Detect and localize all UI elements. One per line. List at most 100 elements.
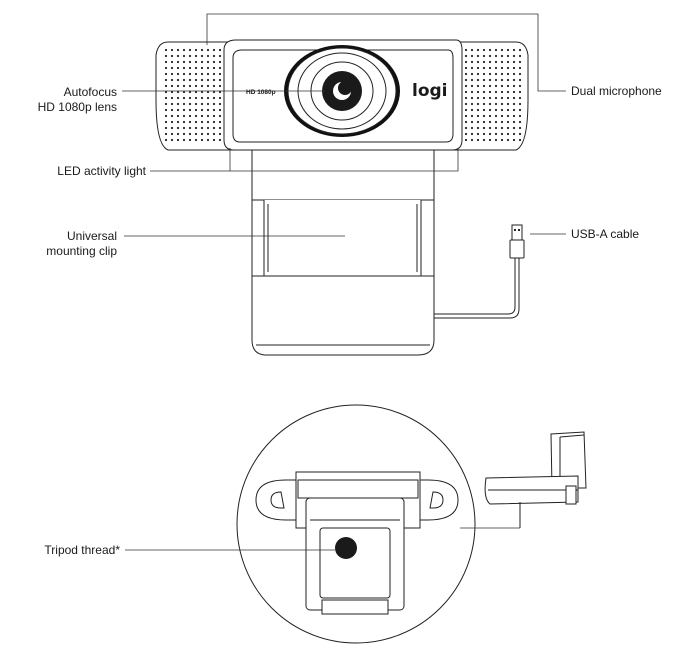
grille-dot bbox=[194, 48, 198, 52]
grille-dot bbox=[476, 84, 480, 88]
grille-dot bbox=[500, 102, 504, 106]
grille-dot bbox=[488, 66, 492, 70]
grille-dot bbox=[500, 66, 504, 70]
grille-dot bbox=[164, 96, 168, 100]
grille-dot bbox=[494, 126, 498, 130]
grille-dot bbox=[200, 84, 204, 88]
grille-dot bbox=[500, 132, 504, 136]
grille-dot bbox=[188, 78, 192, 82]
grille-dot bbox=[188, 84, 192, 88]
grille-dot bbox=[500, 126, 504, 130]
grille-dot bbox=[176, 132, 180, 136]
grille-dot bbox=[176, 120, 180, 124]
grille-dot bbox=[212, 60, 216, 64]
grille-dot bbox=[164, 60, 168, 64]
grille-dot bbox=[206, 84, 210, 88]
grille-dot bbox=[218, 84, 222, 88]
grille-dot bbox=[518, 48, 522, 52]
grille-dot bbox=[188, 96, 192, 100]
grille-dot bbox=[182, 78, 186, 82]
grille-dot bbox=[512, 114, 516, 118]
tripod-thread-hole-icon bbox=[335, 537, 357, 559]
grille-dot bbox=[512, 126, 516, 130]
grille-dot bbox=[512, 138, 516, 142]
grille-dot bbox=[464, 138, 468, 142]
grille-dot bbox=[464, 90, 468, 94]
grille-dot bbox=[494, 120, 498, 124]
grille-dot bbox=[482, 96, 486, 100]
grille-dot bbox=[200, 72, 204, 76]
grille-dot bbox=[164, 66, 168, 70]
grille-dot bbox=[176, 84, 180, 88]
grille-dot bbox=[212, 96, 216, 100]
grille-dot bbox=[176, 72, 180, 76]
grille-dot bbox=[512, 54, 516, 58]
grille-dot bbox=[200, 138, 204, 142]
grille-dot bbox=[170, 108, 174, 112]
grille-dot bbox=[482, 102, 486, 106]
grille-dot bbox=[212, 114, 216, 118]
grille-dot bbox=[212, 72, 216, 76]
grille-dot bbox=[170, 114, 174, 118]
grille-dot bbox=[218, 126, 222, 130]
led-activity-light-label: LED activity light bbox=[57, 164, 146, 178]
grille-dot bbox=[218, 90, 222, 94]
grille-dot bbox=[464, 132, 468, 136]
grille-dot bbox=[476, 132, 480, 136]
grille-dot bbox=[170, 90, 174, 94]
grille-dot bbox=[200, 126, 204, 130]
grille-dot bbox=[170, 132, 174, 136]
grille-dot bbox=[212, 90, 216, 94]
left-speaker-grille-icon bbox=[164, 48, 222, 142]
grille-dot bbox=[476, 78, 480, 82]
grille-dot bbox=[206, 72, 210, 76]
grille-dot bbox=[518, 60, 522, 64]
grille-dot bbox=[164, 54, 168, 58]
mounting-clip-label-line2: mounting clip bbox=[46, 244, 117, 258]
grille-dot bbox=[206, 90, 210, 94]
grille-dot bbox=[500, 120, 504, 124]
grille-dot bbox=[500, 108, 504, 112]
grille-dot bbox=[500, 84, 504, 88]
grille-dot bbox=[476, 90, 480, 94]
grille-dot bbox=[494, 102, 498, 106]
usb-a-plug-icon bbox=[509, 224, 525, 259]
grille-dot bbox=[482, 90, 486, 94]
grille-dot bbox=[218, 48, 222, 52]
grille-dot bbox=[518, 66, 522, 70]
grille-dot bbox=[206, 66, 210, 70]
grille-dot bbox=[506, 102, 510, 106]
grille-dot bbox=[494, 54, 498, 58]
grille-dot bbox=[176, 90, 180, 94]
grille-dot bbox=[164, 132, 168, 136]
grille-dot bbox=[506, 126, 510, 130]
grille-dot bbox=[476, 120, 480, 124]
grille-dot bbox=[188, 138, 192, 142]
grille-dot bbox=[506, 78, 510, 82]
grille-dot bbox=[188, 114, 192, 118]
grille-dot bbox=[182, 96, 186, 100]
grille-dot bbox=[176, 114, 180, 118]
grille-dot bbox=[464, 114, 468, 118]
grille-dot bbox=[518, 126, 522, 130]
grille-dot bbox=[470, 132, 474, 136]
grille-dot bbox=[218, 60, 222, 64]
grille-dot bbox=[182, 138, 186, 142]
grille-dot bbox=[206, 54, 210, 58]
grille-dot bbox=[182, 66, 186, 70]
grille-dot bbox=[182, 108, 186, 112]
grille-dot bbox=[212, 138, 216, 142]
grille-dot bbox=[194, 78, 198, 82]
grille-dot bbox=[182, 114, 186, 118]
grille-dot bbox=[506, 138, 510, 142]
grille-dot bbox=[476, 48, 480, 52]
grille-dot bbox=[512, 66, 516, 70]
grille-dot bbox=[488, 108, 492, 112]
grille-dot bbox=[200, 96, 204, 100]
grille-dot bbox=[482, 66, 486, 70]
grille-dot bbox=[518, 96, 522, 100]
lens-marking: HD 1080p bbox=[246, 89, 276, 96]
grille-dot bbox=[494, 72, 498, 76]
grille-dot bbox=[464, 96, 468, 100]
grille-dot bbox=[170, 72, 174, 76]
